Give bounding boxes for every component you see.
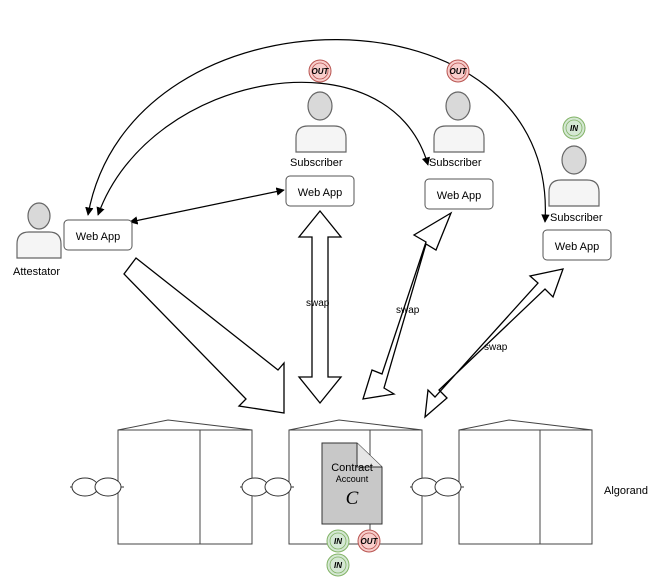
swap-arrow-subscriber-3: [424, 268, 565, 419]
swap-arrow-subscriber-2: [362, 211, 453, 400]
subscriber-1-label: Subscriber: [290, 157, 343, 169]
subscriber-2-label: Subscriber: [429, 157, 482, 169]
svg-text:OUT: OUT: [450, 67, 468, 76]
block-right: [458, 419, 593, 545]
attestator-person-icon: [16, 202, 62, 259]
in-badge-subscriber-3: IN: [562, 116, 586, 140]
block-left: [117, 419, 253, 545]
swap-label-1: swap: [306, 298, 330, 309]
subscriber-1-person-icon: [295, 91, 347, 153]
in-badge-contract-1: IN: [326, 529, 350, 553]
in-badge-contract-2: IN: [326, 553, 350, 577]
svg-text:IN: IN: [570, 124, 578, 133]
subscriber-2-web-app: Web App: [424, 178, 494, 210]
swap-arrow-subscriber-1: [297, 209, 343, 405]
network-label: Algorand: [604, 485, 648, 497]
attestator-to-subscriber-2-arrow: [96, 81, 430, 216]
attestator-to-subscriber-1-arrow: [129, 187, 285, 225]
svg-text:OUT: OUT: [361, 537, 379, 546]
web-app-label: Web App: [555, 241, 599, 253]
attestator-submit-arrow: [123, 257, 285, 414]
subscriber-3-label: Subscriber: [550, 212, 603, 224]
swap-label-3: swap: [484, 342, 508, 353]
subscriber-3-person-icon: [548, 145, 600, 207]
svg-text:IN: IN: [334, 537, 342, 546]
web-app-label: Web App: [437, 190, 481, 202]
out-badge-contract: OUT: [357, 529, 381, 553]
chain-link-left: [70, 477, 124, 497]
swap-label-2: swap: [396, 305, 420, 316]
account-label: Account: [336, 474, 369, 484]
web-app-label: Web App: [298, 187, 342, 199]
subscriber-3-web-app: Web App: [542, 229, 612, 261]
web-app-label: Web App: [76, 231, 120, 243]
chain-link-middle: [240, 477, 294, 497]
contract-account-document: Contract Account C: [321, 442, 383, 525]
out-badge-subscriber-1: OUT: [308, 59, 332, 83]
contract-label: Contract: [331, 462, 373, 474]
svg-text:OUT: OUT: [312, 67, 330, 76]
svg-text:IN: IN: [334, 561, 342, 570]
attestator-to-subscriber-3-arrow: [85, 39, 550, 223]
contract-symbol: C: [346, 488, 359, 509]
attestator-label: Attestator: [13, 266, 60, 278]
subscriber-1-web-app: Web App: [285, 175, 355, 207]
subscriber-2-person-icon: [433, 91, 485, 153]
attestator-web-app: Web App: [63, 219, 133, 251]
out-badge-subscriber-2: OUT: [446, 59, 470, 83]
chain-link-right: [410, 477, 464, 497]
